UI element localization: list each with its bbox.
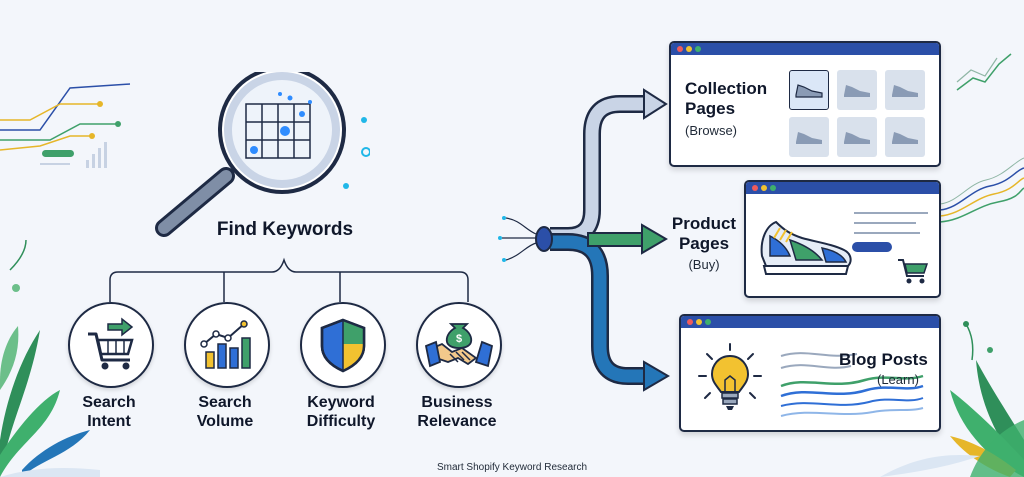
window-titlebar: [671, 43, 939, 55]
shoe-icon: [844, 85, 870, 97]
find-keywords-label: Find Keywords: [216, 219, 354, 240]
right-plant-decoration: [880, 321, 1024, 477]
search-volume-label-line2: Volume: [196, 413, 254, 430]
keyword-difficulty-label-line2: Difficulty: [306, 413, 376, 430]
window-dot-yellow: [696, 319, 702, 325]
product-thumbnail: [885, 70, 925, 110]
product-pages-window: [744, 180, 941, 298]
keywords-bracket-connector: [109, 257, 469, 302]
shoe-icon: [844, 132, 870, 144]
description-line: [854, 232, 920, 234]
product-pages-title: Product Pages: [664, 214, 744, 254]
product-pages-title-line1: Product: [671, 214, 737, 233]
search-volume-label-line1: Search: [198, 394, 252, 411]
window-dot-green: [770, 185, 776, 191]
collection-pages-subtitle: (Browse): [685, 123, 738, 138]
window-dot-red: [677, 46, 683, 52]
keyword-difficulty-label-line1: Keyword: [307, 394, 375, 411]
search-intent-label-line2: Intent: [87, 413, 131, 430]
blog-posts-window: Blog Posts (Learn): [679, 314, 941, 432]
description-line: [854, 222, 916, 224]
keyword-difficulty-circle: [300, 302, 386, 388]
svg-text:$: $: [456, 333, 462, 345]
product-thumbnail: [837, 70, 877, 110]
collection-pages-window: Collection Pages (Browse): [669, 41, 941, 167]
shoe-icon: [892, 132, 918, 144]
blog-posts-title: Blog Posts: [839, 350, 928, 369]
search-intent-label: Search Intent: [54, 393, 164, 431]
window-dot-yellow: [761, 185, 767, 191]
shoe-icon: [796, 132, 822, 144]
top-right-sparkline-graphic: [956, 53, 1012, 91]
business-relevance-circle: $: [416, 302, 502, 388]
magnifier-icon: [155, 72, 370, 237]
footer-caption: Smart Shopify Keyword Research: [436, 462, 588, 473]
right-wave-lines: [940, 157, 1024, 223]
collection-pages-title-line2: Pages: [685, 99, 736, 118]
window-dot-green: [705, 319, 711, 325]
bar-chart-icon: [200, 320, 251, 369]
business-relevance-label-line2: Relevance: [417, 413, 497, 430]
product-thumbnail: [789, 70, 829, 110]
product-thumbnail: [789, 117, 829, 157]
product-pages-subtitle: (Buy): [688, 257, 720, 272]
collection-pages-title: Collection Pages: [685, 79, 767, 119]
search-volume-label: Search Volume: [170, 393, 280, 431]
window-titlebar: [681, 316, 939, 328]
product-thumbnail: [837, 117, 877, 157]
flow-arrows: [498, 88, 670, 392]
add-to-cart-button: [852, 242, 892, 252]
shield-icon: [320, 318, 366, 373]
product-pages-title-line2: Pages: [678, 234, 730, 253]
cart-icon: [898, 259, 929, 284]
window-dot-yellow: [686, 46, 692, 52]
handshake-icon: $: [424, 323, 494, 368]
description-line: [854, 212, 928, 214]
content-wave-lines: [780, 352, 924, 417]
business-relevance-label-line1: Business: [421, 394, 493, 411]
window-dot-green: [695, 46, 701, 52]
business-relevance-label: Business Relevance: [402, 393, 512, 431]
search-intent-label-line1: Search: [82, 394, 136, 411]
product-thumbnail: [885, 117, 925, 157]
search-intent-circle: [68, 302, 154, 388]
collection-pages-title-line1: Collection: [685, 79, 768, 98]
window-titlebar: [746, 182, 939, 194]
sneaker-icon: [760, 220, 852, 275]
left-plant-decoration: [0, 240, 100, 477]
window-dot-red: [752, 185, 758, 191]
shoe-icon: [795, 84, 823, 98]
lightbulb-icon: [698, 343, 762, 410]
shopping-cart-icon: [88, 317, 134, 370]
keyword-difficulty-label: Keyword Difficulty: [286, 393, 396, 431]
blog-posts-subtitle: (Learn): [877, 372, 919, 387]
shoe-icon: [892, 85, 918, 97]
window-dot-red: [687, 319, 693, 325]
top-left-line-graphic: [0, 83, 131, 168]
search-volume-circle: [184, 302, 270, 388]
